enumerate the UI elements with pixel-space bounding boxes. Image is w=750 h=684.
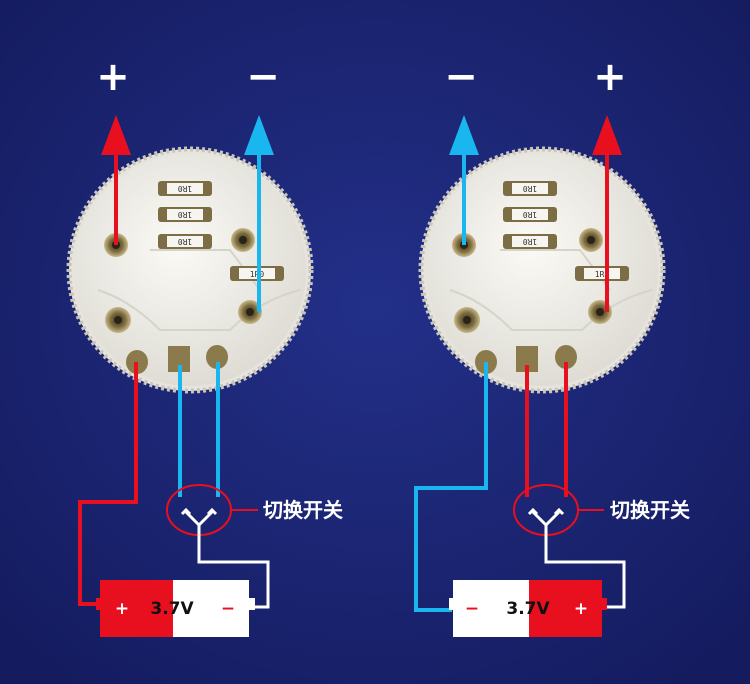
left-battery-positive-wire: [78, 362, 138, 606]
svg-text:1R0: 1R0: [523, 184, 538, 193]
left-switch-symbol: [180, 507, 218, 527]
left-switch-label: 切换开关: [263, 498, 343, 522]
left-positive-arrow: [101, 115, 131, 155]
left-pad-3: [206, 345, 228, 369]
right-resistor-2: 1R0: [503, 207, 557, 222]
left-resistor-1: 1R0: [158, 181, 212, 196]
right-negative-arrow: [449, 115, 479, 155]
right-positive-arrow: [592, 115, 622, 155]
right-pad-3: [555, 345, 577, 369]
svg-text:1R0: 1R0: [178, 210, 193, 219]
right-battery-negative-wire: [414, 362, 488, 612]
left-led-board: 1R0 1R0 1R0 1R0: [66, 146, 314, 394]
left-pad-2: [168, 346, 190, 372]
right-battery-negative-sign: −: [465, 599, 479, 619]
left-resistor-2: 1R0: [158, 207, 212, 222]
right-battery: − 3.7V +: [449, 580, 607, 637]
left-battery: + 3.7V −: [96, 580, 255, 637]
right-battery-voltage: 3.7V: [506, 599, 550, 619]
left-battery-negative-wire: [197, 525, 270, 609]
left-diagram: + − 1R0 1R0 1R0: [66, 54, 343, 637]
right-resistor-1: 1R0: [503, 181, 557, 196]
right-diagram: − + 1R0 1R0 1R0: [414, 54, 690, 637]
right-top-label-positive: +: [593, 54, 627, 100]
svg-text:1R0: 1R0: [178, 184, 193, 193]
right-switch-symbol: [527, 507, 565, 527]
left-battery-negative-sign: −: [221, 599, 235, 619]
right-battery-positive-sign: +: [574, 599, 588, 619]
svg-text:1R0: 1R0: [595, 270, 610, 279]
right-battery-positive-wire: [544, 525, 626, 609]
left-top-label-positive: +: [96, 54, 130, 100]
right-pad-2: [516, 346, 538, 372]
left-battery-positive-sign: +: [115, 599, 129, 619]
right-top-label-negative: −: [444, 54, 478, 100]
svg-text:1R0: 1R0: [523, 210, 538, 219]
right-led-board: 1R0 1R0 1R0 1R0: [418, 146, 666, 394]
right-switch-label: 切换开关: [610, 498, 690, 522]
left-battery-voltage: 3.7V: [150, 599, 194, 619]
right-resistor-4: 1R0: [575, 266, 629, 281]
svg-text:1R0: 1R0: [523, 237, 538, 246]
left-top-label-negative: −: [246, 54, 280, 100]
left-resistor-3: 1R0: [158, 234, 212, 249]
svg-text:1R0: 1R0: [178, 237, 193, 246]
left-negative-arrow: [244, 115, 274, 155]
right-resistor-3: 1R0: [503, 234, 557, 249]
